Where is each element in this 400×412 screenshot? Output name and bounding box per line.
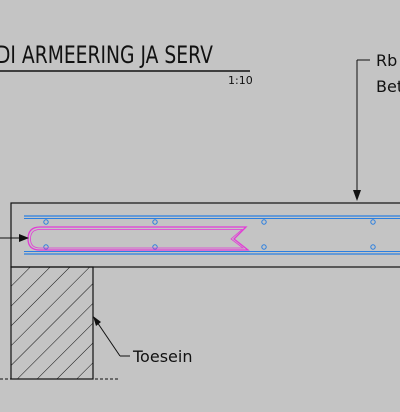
wall-arrow-head	[93, 316, 101, 326]
callout-top-label-2: Bet	[376, 77, 400, 96]
rebar-section-dots	[43, 219, 376, 250]
callout-arrow-top	[353, 190, 361, 201]
left-arrow-head	[19, 234, 29, 242]
supporting-wall	[10, 266, 94, 380]
concrete-slab	[10, 202, 400, 268]
wall-leader-diag	[96, 321, 121, 357]
rebar-hairpin	[27, 226, 250, 251]
rebar-hairpin-inner	[30, 229, 245, 249]
drawing-scale: 1:10	[228, 74, 253, 87]
callout-top-label-1: Rb	[376, 51, 397, 70]
wall-label: Toesein	[132, 347, 192, 366]
drawing-title: DI ARMEERING JA SERV	[0, 42, 213, 70]
